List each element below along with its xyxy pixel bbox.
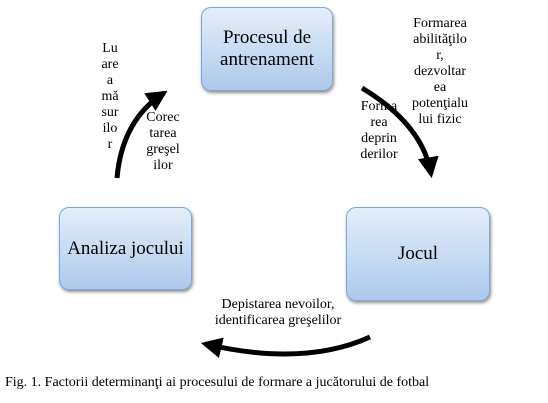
label-habits-formation: Forma rea deprin derilor — [360, 99, 398, 162]
arrow-game-to-analysis — [200, 334, 372, 359]
box-game: Jocul — [346, 207, 490, 301]
box-game-label: Jocul — [397, 243, 439, 264]
label-measures-taking: Lu are a mă sur ilo r — [101, 41, 119, 152]
box-game-analysis: Analiza jocului — [59, 207, 192, 290]
label-mistakes-correction: Corec tarea greşel ilor — [146, 110, 180, 173]
label-skills-development: Formarea abilităţilo r, dezvoltar ea pot… — [412, 16, 468, 127]
label-needs-identification: Depistarea nevoilor, identificarea greşe… — [214, 297, 342, 328]
box-training-process: Procesul de antrenament — [201, 7, 333, 91]
figure-caption: Fig. 1. Factorii determinanţi ai procesu… — [5, 375, 430, 390]
box-training-process-label: Procesul de antrenament — [220, 27, 314, 70]
box-game-analysis-label: Analiza jocului — [67, 237, 184, 259]
